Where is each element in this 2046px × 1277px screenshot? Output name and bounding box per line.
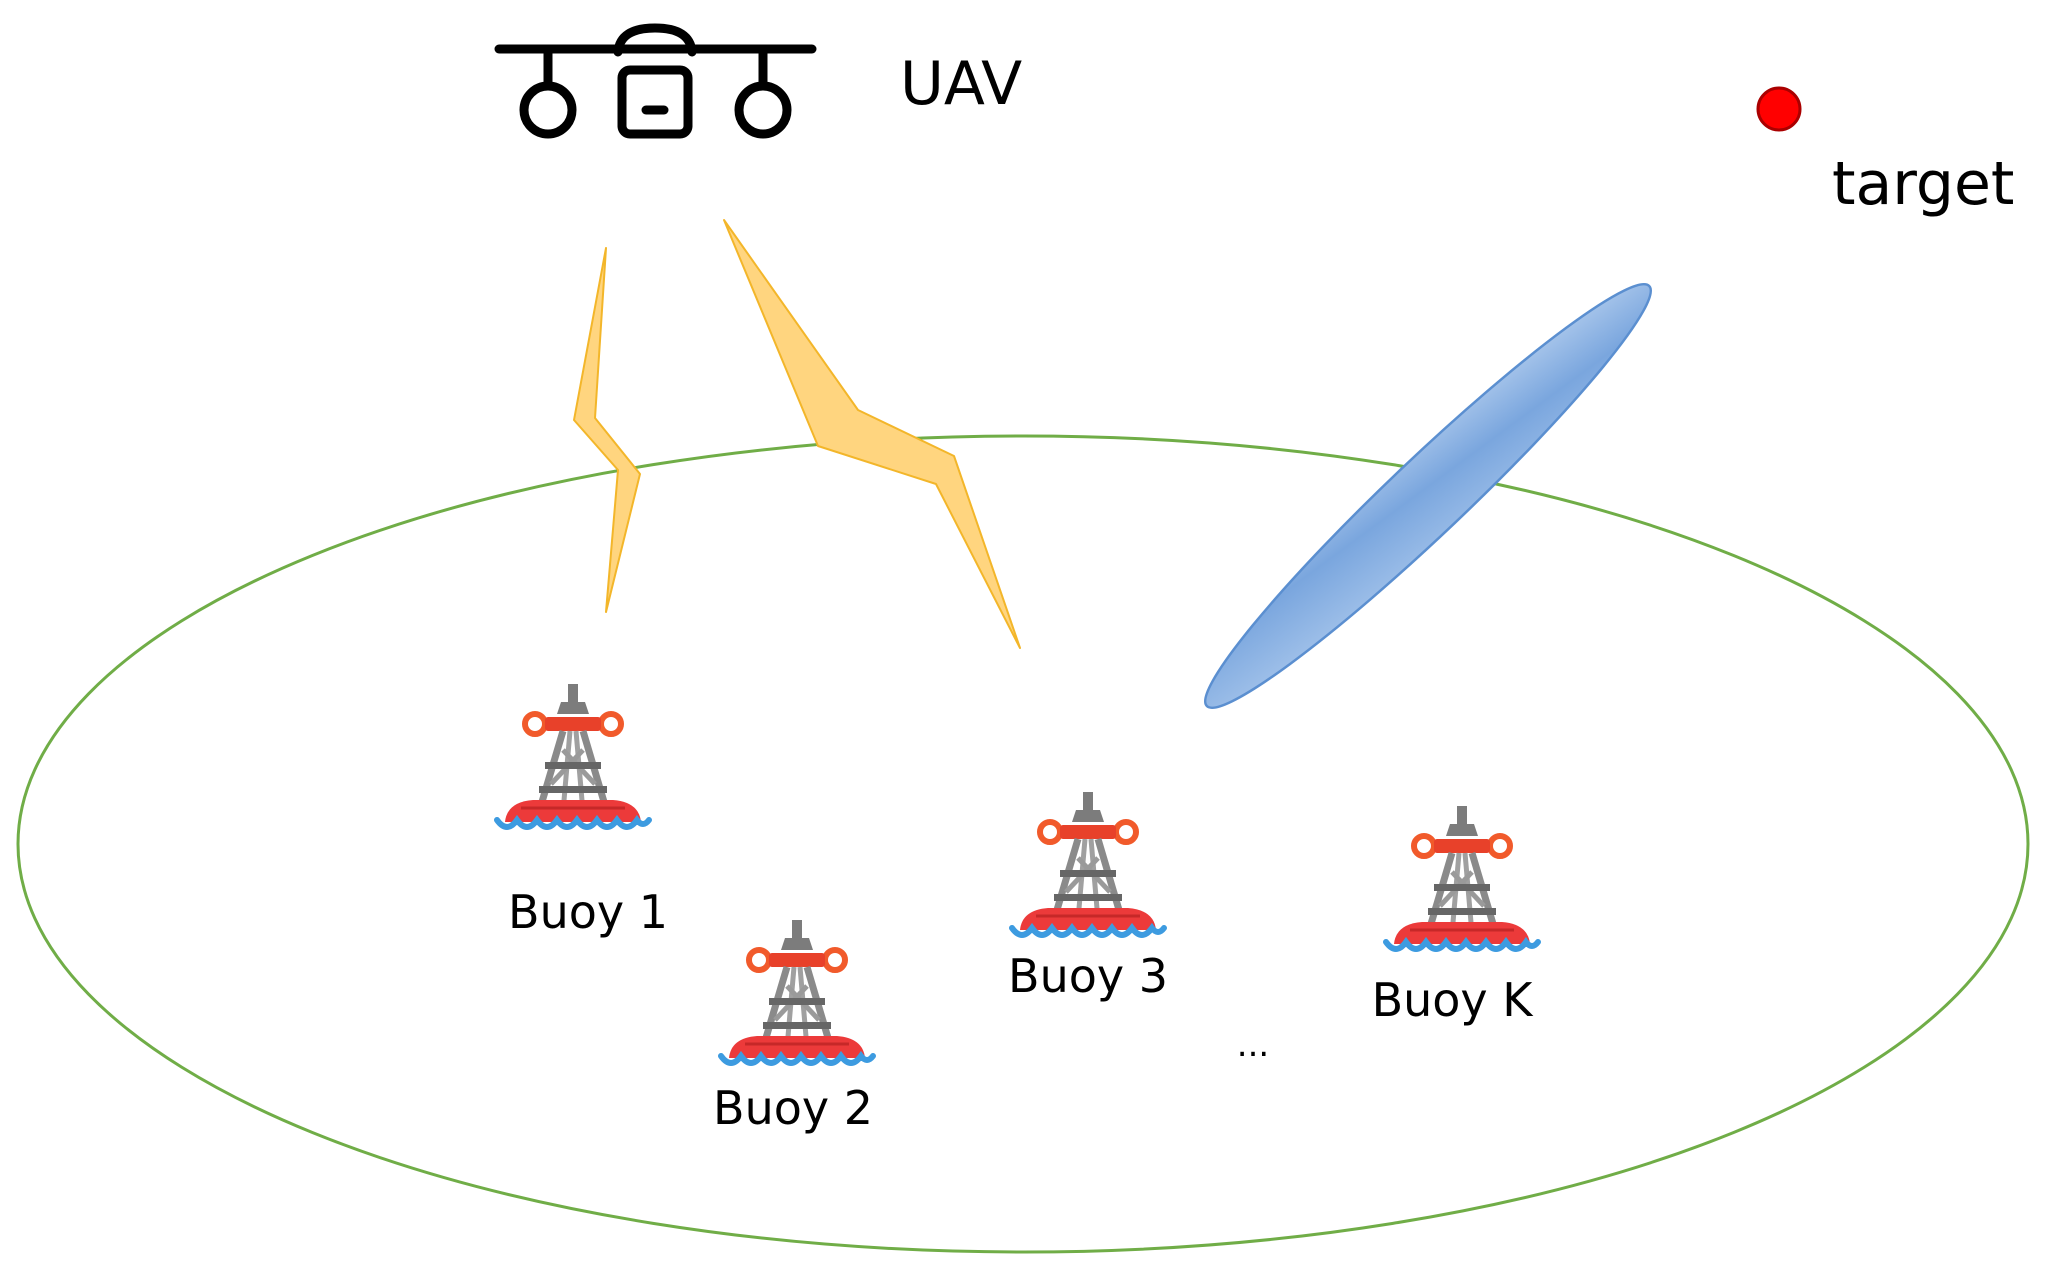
buoy-2-label: Buoy 2 bbox=[713, 1081, 873, 1135]
comm-link-buoy-3 bbox=[723, 219, 1021, 649]
sensing-beam bbox=[1203, 283, 1653, 709]
buoy-3-icon bbox=[1012, 792, 1164, 935]
drone-icon bbox=[494, 23, 817, 139]
buoy-3-label: Buoy 3 bbox=[1008, 949, 1168, 1003]
ellipsis-label: ... bbox=[1237, 1025, 1269, 1065]
comm-link-buoy-1 bbox=[573, 247, 641, 613]
target-dot bbox=[1756, 86, 1802, 132]
coverage-region bbox=[16, 434, 2030, 1254]
buoy-1-label: Buoy 1 bbox=[508, 885, 668, 939]
buoy-1-icon bbox=[497, 684, 649, 827]
buoy-2-icon bbox=[721, 920, 873, 1063]
buoy-k-label: Buoy K bbox=[1372, 973, 1535, 1027]
uav-label: UAV bbox=[900, 49, 1022, 119]
target-label: target bbox=[1832, 149, 2014, 219]
buoy-k-icon bbox=[1386, 806, 1538, 949]
